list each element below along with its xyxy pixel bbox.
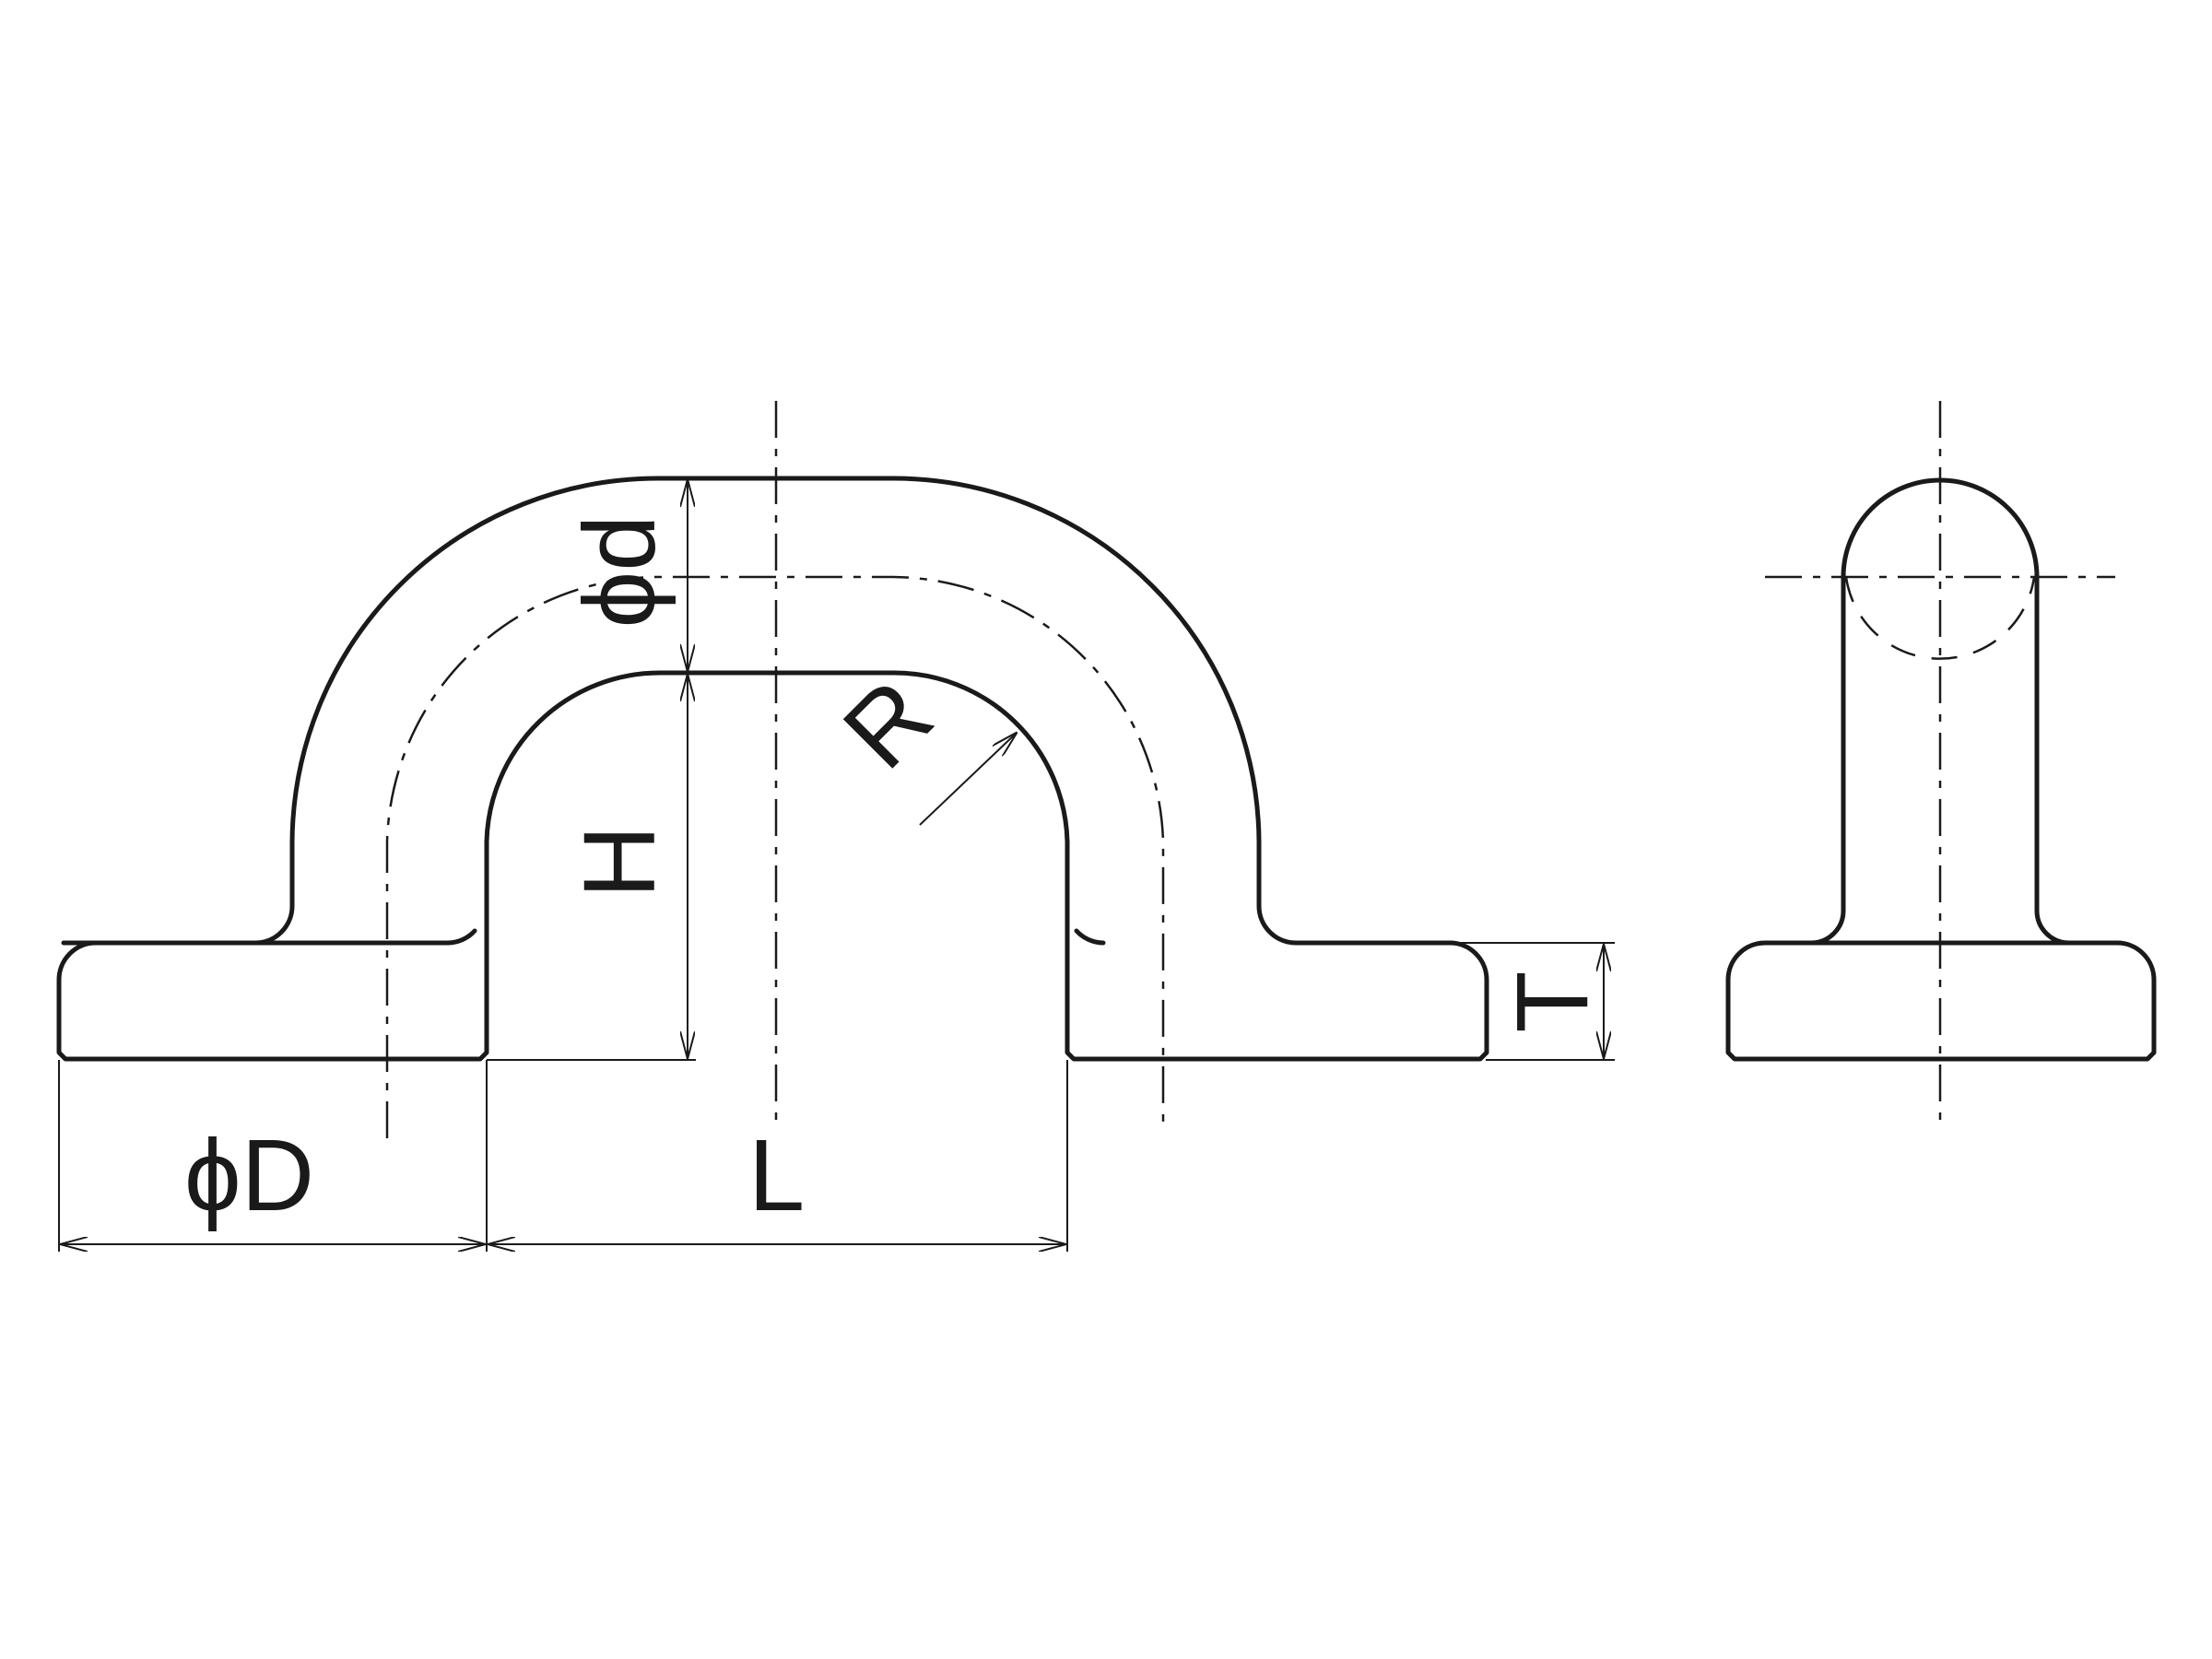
- dim-line-radius: [919, 733, 1017, 826]
- front-view: [56, 401, 1489, 1138]
- front-dimensions: ϕD L H ϕd R T: [58, 480, 1615, 1252]
- side-view: [1725, 401, 2157, 1124]
- label-height: H: [563, 825, 677, 898]
- label-length: L: [748, 1119, 805, 1232]
- right-fillet-mark: [1074, 928, 1106, 946]
- side-hidden-circle: [1844, 576, 2036, 660]
- handle-centerline: [385, 575, 1165, 1138]
- label-rod-diameter: ϕd: [563, 515, 677, 629]
- label-thickness: T: [1496, 971, 1609, 1032]
- front-outline: [56, 476, 1489, 1062]
- label-outer-diameter: ϕD: [184, 1119, 314, 1232]
- left-fillet-mark: [445, 928, 477, 946]
- side-outline: [1725, 477, 2157, 1062]
